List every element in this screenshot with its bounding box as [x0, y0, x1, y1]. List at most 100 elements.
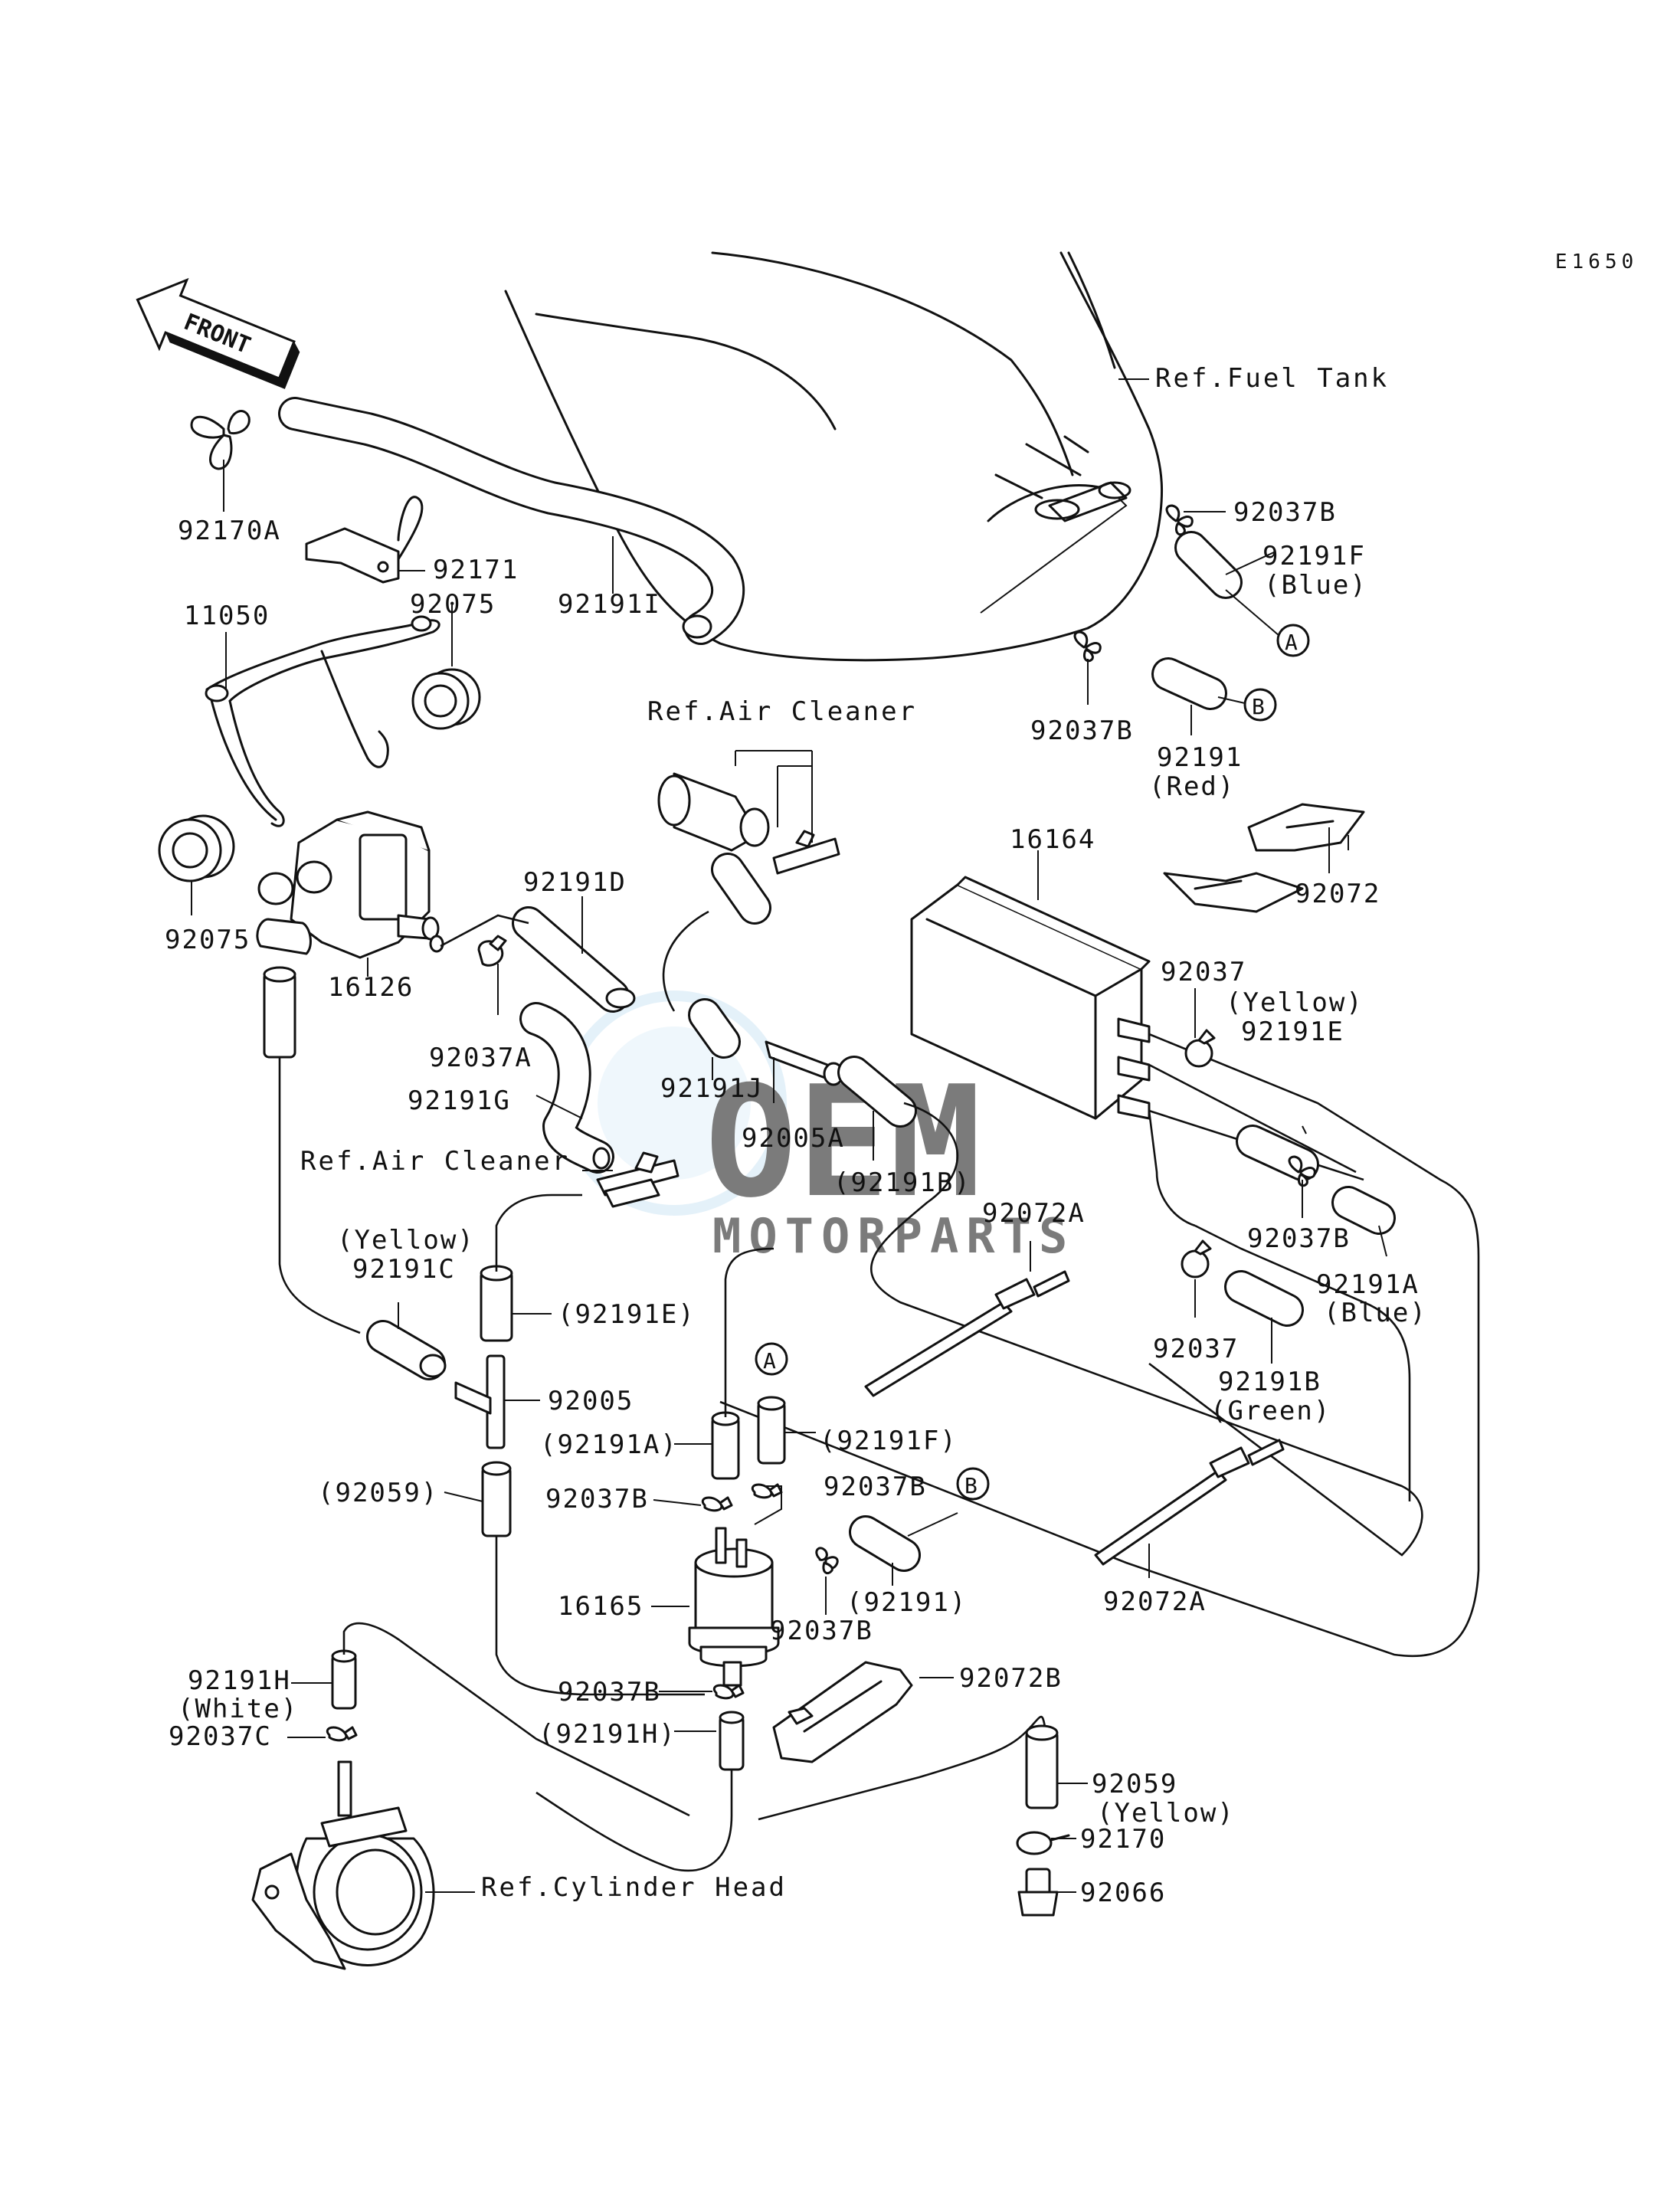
- label-92191a: 92191A: [1316, 1269, 1420, 1300]
- label-92170: 92170: [1080, 1824, 1166, 1855]
- label-92037b-6: 92037B: [770, 1616, 873, 1646]
- label-92037b-1: 92037B: [1233, 497, 1337, 528]
- svg-text:A: A: [763, 1348, 776, 1374]
- hose-92191f-paren: [757, 1396, 786, 1465]
- strap-92072a-1-icon: [864, 1270, 1070, 1397]
- clamp-92170a-icon: [190, 410, 251, 470]
- label-92072a-2: 92072A: [1103, 1586, 1207, 1617]
- strap-92072-icon: [1163, 803, 1365, 913]
- hose-92191h-paren: [535, 1711, 745, 1872]
- label-92191h-color: (White): [178, 1694, 298, 1724]
- hose-92191-paren: [849, 1512, 958, 1572]
- strap-92072a-2-icon: [1094, 1439, 1285, 1566]
- filter-16165-icon: [688, 1527, 780, 1687]
- label-92037b-5: 92037B: [824, 1472, 927, 1502]
- hose-92191h: [331, 1622, 690, 1817]
- clamp-92037b-6-icon: [815, 1547, 839, 1575]
- hose-92191b: [1224, 1270, 1304, 1327]
- hose-92191-red: [1151, 657, 1246, 710]
- label-92191-color: (Red): [1149, 771, 1235, 802]
- label-92191e-paren: (92191E): [558, 1299, 696, 1330]
- label-92075-left: 92075: [165, 925, 251, 955]
- ref-air-cleaner-mid: Ref.Air Cleaner: [300, 1146, 570, 1177]
- clamp-92037-1-icon: [1184, 1029, 1216, 1068]
- label-92005a: 92005A: [742, 1123, 845, 1154]
- callout-a-2: A: [755, 1342, 788, 1376]
- label-92191i: 92191I: [558, 589, 661, 620]
- label-92005: 92005: [548, 1386, 634, 1416]
- hose-92191j: [662, 853, 844, 1086]
- label-92059-paren: (92059): [318, 1478, 438, 1508]
- grommet-92075-left-icon: [158, 814, 235, 882]
- clip-92170-icon: [1016, 1831, 1070, 1855]
- label-92037b-7: 92037B: [558, 1677, 661, 1708]
- label-92191a-color: (Blue): [1324, 1298, 1427, 1328]
- label-92191c-color: (Yellow): [337, 1225, 475, 1256]
- label-92170a: 92170A: [178, 516, 281, 546]
- label-92072a-1: 92072A: [982, 1198, 1086, 1229]
- label-92191b-color: (Green): [1210, 1396, 1331, 1426]
- label-16126: 16126: [328, 972, 414, 1003]
- label-92191h-paren: (92191H): [539, 1719, 676, 1750]
- label-11050: 11050: [184, 601, 270, 631]
- label-92191f-paren: (92191F): [820, 1426, 958, 1456]
- clamp-92037b-2-icon: [1073, 630, 1102, 663]
- callout-b-2: B: [956, 1467, 990, 1501]
- svg-text:A: A: [1285, 630, 1298, 655]
- leader-lines: [191, 460, 1387, 1893]
- label-92191d: 92191D: [523, 867, 627, 898]
- hose-92191f: [1174, 531, 1280, 637]
- diagram-code: E1650: [1555, 250, 1638, 273]
- hose-92059-paren: [481, 1461, 705, 1696]
- label-92191f-color: (Blue): [1264, 570, 1367, 601]
- ref-cylinder-head: Ref.Cylinder Head: [481, 1872, 787, 1903]
- strap-92072b-icon: [772, 1661, 913, 1763]
- label-92037b-2: 92037B: [1030, 715, 1134, 746]
- callout-b-1: B: [1243, 688, 1277, 722]
- label-92191f: 92191F: [1262, 541, 1366, 571]
- hose-92191c: [366, 1320, 447, 1380]
- cylinder-head-intake-icon: [251, 1760, 435, 1970]
- clamp-92037b-7-icon: [713, 1684, 745, 1700]
- label-92191b-paren: (92191B): [833, 1167, 971, 1198]
- label-92191e: 92191E: [1241, 1017, 1344, 1047]
- label-92066: 92066: [1080, 1878, 1166, 1908]
- label-16164: 16164: [1010, 824, 1095, 855]
- label-92171: 92171: [433, 555, 519, 585]
- label-92072: 92072: [1295, 879, 1380, 909]
- label-92191c: 92191C: [352, 1254, 456, 1285]
- callout-a-1: A: [1276, 624, 1310, 657]
- bracket-92171-icon: [305, 496, 424, 584]
- tee-92005-icon: [454, 1354, 506, 1449]
- canister-16164-icon: [910, 876, 1151, 1120]
- clamp-92037b-1-icon: [1165, 504, 1194, 536]
- svg-text:B: B: [1252, 694, 1265, 719]
- hose-valve-down: [263, 966, 361, 1334]
- hose-92191a-paren: [711, 1247, 775, 1480]
- tee-fitting-air-cleaner-icon: [596, 1151, 680, 1208]
- hose-92191d: [440, 906, 636, 1013]
- ref-fuel-tank: Ref.Fuel Tank: [1155, 363, 1389, 394]
- grommet-92075-top-icon: [411, 668, 481, 730]
- label-92075-top: 92075: [410, 589, 496, 620]
- label-92191a-paren: (92191A): [540, 1429, 678, 1460]
- label-92037a: 92037A: [429, 1043, 532, 1073]
- clamp-92037c-icon: [326, 1726, 358, 1742]
- cap-92066-icon: [1017, 1868, 1059, 1917]
- label-92037c: 92037C: [169, 1721, 272, 1752]
- svg-text:B: B: [964, 1473, 978, 1498]
- bracket-11050-icon: [205, 615, 440, 827]
- label-92037-1: 92037: [1161, 957, 1246, 987]
- label-92072b: 92072B: [959, 1663, 1063, 1694]
- hose-92191g: [519, 1002, 614, 1174]
- clamp-92037-2-icon: [1181, 1239, 1212, 1279]
- label-92191: 92191: [1157, 742, 1243, 773]
- label-92037b-3: 92037B: [1247, 1223, 1351, 1254]
- hose-92191e-left: [480, 1193, 582, 1342]
- label-92191e-color: (Yellow): [1226, 987, 1364, 1018]
- air-cleaner-fitting-top-icon: [657, 772, 840, 875]
- clamp-92037b-3-icon: [1288, 1155, 1316, 1187]
- ref-air-cleaner-top: Ref.Air Cleaner: [647, 696, 917, 727]
- clamp-92037a-icon: [477, 935, 507, 967]
